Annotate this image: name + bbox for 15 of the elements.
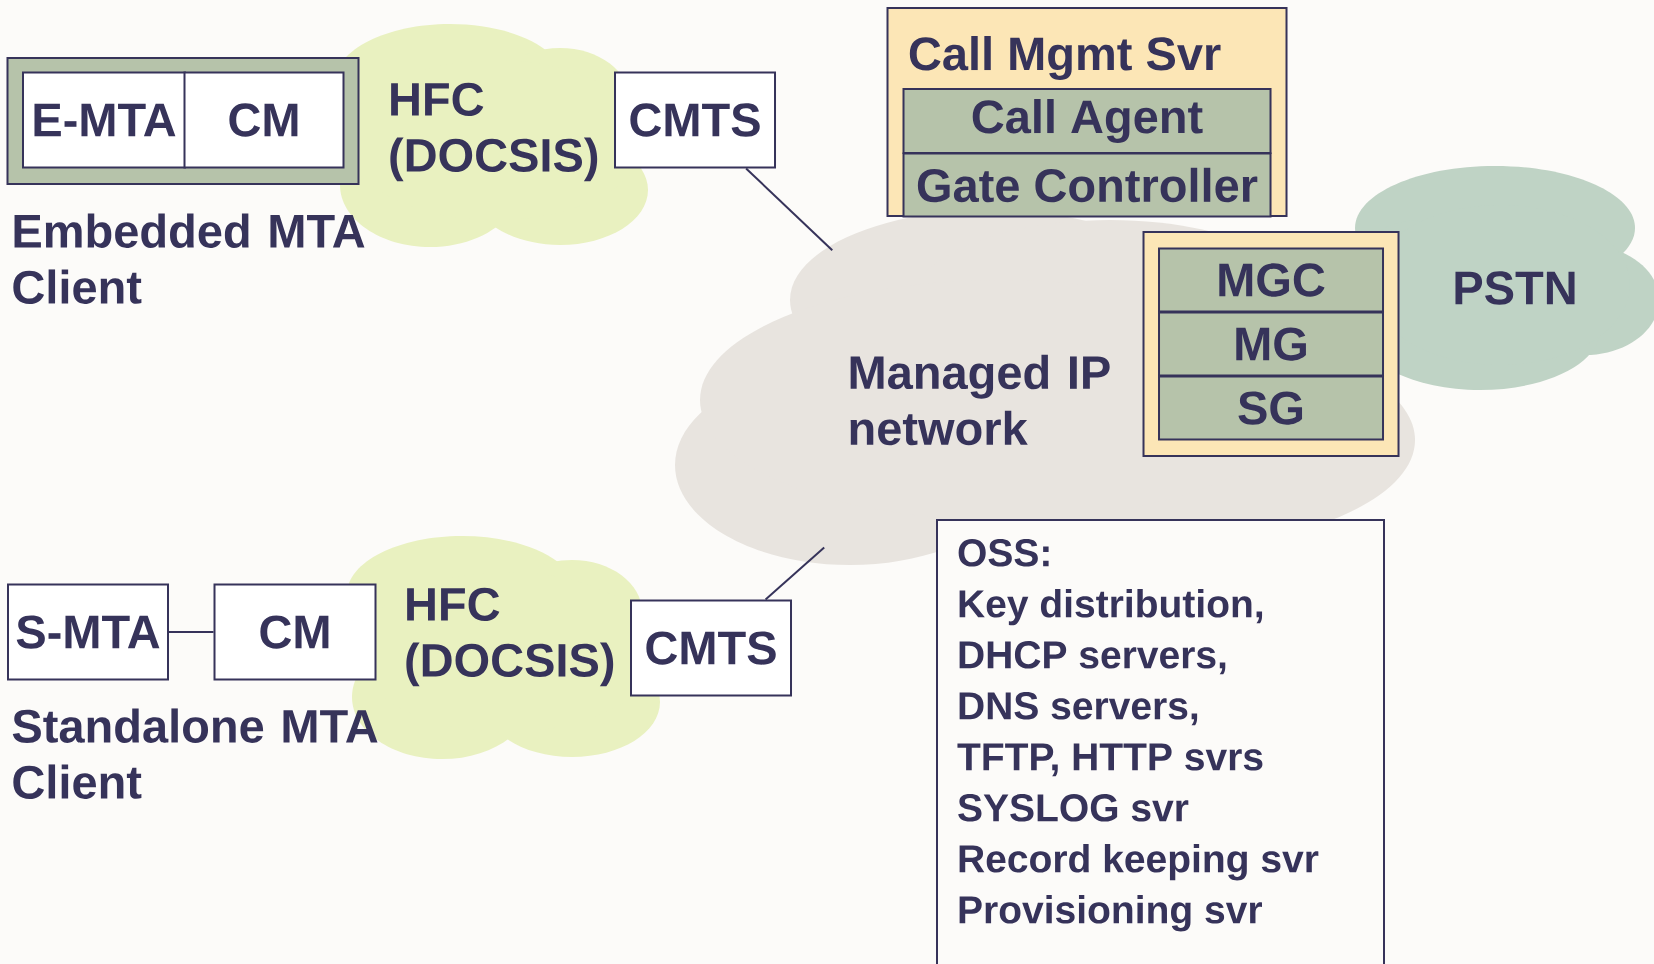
- server-row: Gate Controller: [902, 152, 1272, 218]
- server-row: SG: [1158, 375, 1384, 441]
- server-row: MG: [1158, 311, 1384, 377]
- device-box: CMTS: [630, 599, 792, 697]
- device-box: E-MTA: [22, 71, 186, 169]
- server-row: Call Agent: [902, 88, 1272, 154]
- connector-line: [745, 167, 834, 252]
- connector-line: [764, 546, 826, 601]
- device-box: CM: [213, 583, 377, 681]
- device-box: CM: [183, 71, 345, 169]
- server-row: MGC: [1158, 247, 1384, 313]
- oss-box: OSS: Key distribution, DHCP servers, DNS servers, TFTP, HTTP svrs SYSLOG svr Record keeping svr Provisioning svr: [936, 519, 1385, 964]
- device-box: S-MTA: [7, 583, 169, 681]
- connector-line: [168, 631, 215, 633]
- device-box: CMTS: [614, 71, 776, 169]
